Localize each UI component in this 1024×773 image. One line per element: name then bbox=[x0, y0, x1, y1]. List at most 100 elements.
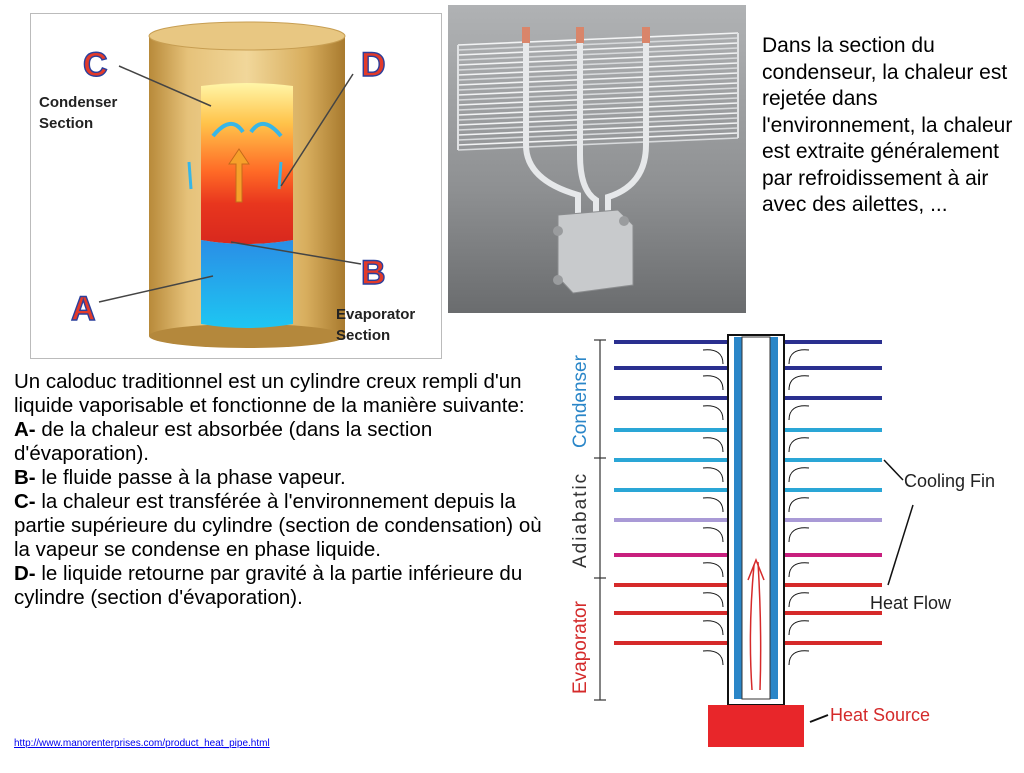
heat-flow-arrow-left bbox=[702, 592, 724, 608]
step-d-text: le liquide retourne par gravité à la par… bbox=[14, 562, 523, 609]
step-a: A- de la chaleur est absorbée (dans la s… bbox=[14, 418, 554, 466]
heat-flow-arrow-right bbox=[788, 527, 810, 543]
heat-pipe-schematic: Heat Source Condenser Adiabatic Evaporat… bbox=[558, 330, 1024, 768]
vapor-up-arrow-icon bbox=[228, 148, 250, 203]
internal-flow-arrow-1 bbox=[749, 564, 755, 691]
condense-left-arrow-icon bbox=[211, 122, 245, 138]
internal-flow-arrowhead bbox=[747, 557, 765, 581]
cooling-fin-label: Cooling Fin bbox=[904, 471, 995, 491]
cylinder-bottom bbox=[149, 324, 345, 348]
heat-flow-arrow-right bbox=[788, 467, 810, 483]
step-c-key: C- bbox=[14, 490, 36, 513]
heat-flow-arrow-left bbox=[702, 349, 724, 365]
step-b-text: le fluide passe à la phase vapeur. bbox=[35, 466, 346, 489]
label-d: D bbox=[361, 46, 386, 84]
explanation-intro: Un caloduc traditionnel est un cylindre … bbox=[14, 370, 525, 417]
cooler-fin-plate bbox=[457, 77, 739, 91]
heat-source-label: Heat Source bbox=[830, 705, 930, 725]
cooler-fin-plate bbox=[457, 82, 739, 96]
heat-flow-arrow-right bbox=[788, 497, 810, 513]
cooler-fin-plate bbox=[457, 52, 739, 66]
heat-flow-arrow-right bbox=[788, 650, 810, 666]
cooler-fin-plate bbox=[457, 112, 739, 126]
label-a: A bbox=[71, 290, 96, 328]
cooler-fin-plate bbox=[457, 107, 739, 121]
step-d-key: D- bbox=[14, 562, 36, 585]
source-link[interactable]: http://www.manorenterprises.com/product_… bbox=[14, 738, 270, 749]
heat-flow-arrow-left bbox=[702, 375, 724, 391]
evaporator-section-label-line2: Section bbox=[336, 327, 390, 344]
vapor-core bbox=[741, 336, 771, 700]
heat-flow-arrow-left bbox=[702, 467, 724, 483]
cooler-illustration bbox=[448, 5, 746, 313]
heat-flow-arrow-left bbox=[702, 497, 724, 513]
cooler-fins bbox=[457, 32, 739, 151]
heat-flow-arrow-right bbox=[788, 405, 810, 421]
evaporator-section-label-line1: Evaporator bbox=[336, 306, 415, 323]
adiabatic-section-label: Adiabatic bbox=[570, 472, 591, 568]
heat-flow-arrow-left bbox=[702, 527, 724, 543]
cooler-fin-plate bbox=[457, 132, 739, 146]
step-b-key: B- bbox=[14, 466, 36, 489]
pointer-line-b bbox=[230, 241, 362, 265]
cooler-fin-plate bbox=[457, 37, 739, 51]
mount-screw-2 bbox=[619, 216, 629, 226]
mount-screw-1 bbox=[553, 226, 563, 236]
cooler-fin-plate bbox=[457, 97, 739, 111]
pipe-cap-right bbox=[642, 27, 650, 43]
heat-pipe-left bbox=[523, 40, 581, 220]
condenser-section-label: Condenser bbox=[570, 354, 591, 448]
label-c: C bbox=[83, 46, 108, 84]
cooler-fin-plate bbox=[457, 87, 739, 101]
cooler-fin-plate bbox=[457, 92, 739, 106]
cooler-fin-plate bbox=[457, 57, 739, 71]
cooler-fin-plate bbox=[457, 62, 739, 76]
step-a-text: de la chaleur est absorbée (dans la sect… bbox=[14, 418, 433, 465]
heat-flow-arrow-left bbox=[702, 620, 724, 636]
return-left-arrow-icon bbox=[187, 161, 193, 190]
return-right-arrow-icon bbox=[277, 161, 283, 190]
cooling-fin-pointer-1 bbox=[883, 459, 904, 481]
schematic-svg: Heat Source Condenser Adiabatic Evaporat… bbox=[570, 334, 995, 747]
step-d: D- le liquide retourne par gravité à la … bbox=[14, 562, 554, 610]
wick-right bbox=[770, 337, 778, 699]
heat-flow-arrow-left bbox=[702, 437, 724, 453]
cylinder-top bbox=[148, 21, 346, 51]
cylinder-illustration: C D A B Condenser Section Evaporator Sec… bbox=[39, 21, 415, 348]
heat-pipe-right bbox=[605, 40, 649, 220]
heat-pipe-explanation: Un caloduc traditionnel est un cylindre … bbox=[14, 370, 554, 610]
label-b: B bbox=[361, 254, 386, 292]
step-a-key: A- bbox=[14, 418, 36, 441]
cooler-fin-plate bbox=[457, 72, 739, 86]
heat-source-block bbox=[708, 705, 804, 747]
condenser-description: Dans la section du condenseur, la chaleu… bbox=[762, 34, 1013, 216]
step-c: C- la chaleur est transférée à l'environ… bbox=[14, 490, 554, 562]
pointer-line-d bbox=[280, 73, 354, 187]
heat-flow-arrow-left bbox=[702, 562, 724, 578]
heat-flow-arrow-right bbox=[788, 375, 810, 391]
cooler-fin-plate bbox=[457, 137, 739, 151]
heat-flow-arrow-right bbox=[788, 437, 810, 453]
pointer-line-a bbox=[98, 275, 214, 303]
internal-flow-arrow-2 bbox=[757, 561, 762, 691]
cooling-fin-pointer-2 bbox=[887, 504, 914, 586]
cooler-fin-plate bbox=[457, 102, 739, 116]
condenser-section-label-line1: Condenser bbox=[39, 94, 118, 111]
heat-pipe-middle bbox=[577, 40, 599, 220]
schematic-fins bbox=[614, 340, 882, 666]
pipe-cap-middle bbox=[576, 27, 584, 43]
pointer-line-c bbox=[118, 65, 212, 107]
cooler-fin-plate bbox=[457, 117, 739, 131]
cooler-fin-plate bbox=[457, 42, 739, 56]
heat-flow-arrow-left bbox=[702, 405, 724, 421]
step-c-text: la chaleur est transférée à l'environnem… bbox=[14, 490, 542, 561]
cooler-fin-plate bbox=[457, 122, 739, 136]
cooler-fin-plate bbox=[457, 67, 739, 81]
heat-source-pointer bbox=[809, 714, 829, 723]
heat-flow-arrow-right bbox=[788, 562, 810, 578]
cooler-fin-plate bbox=[457, 127, 739, 141]
mount-screw-3 bbox=[553, 275, 563, 285]
cooler-fin-plate bbox=[457, 32, 739, 46]
evaporator-section-label: Evaporator bbox=[570, 600, 591, 694]
condense-right-arrow-icon bbox=[249, 122, 283, 138]
